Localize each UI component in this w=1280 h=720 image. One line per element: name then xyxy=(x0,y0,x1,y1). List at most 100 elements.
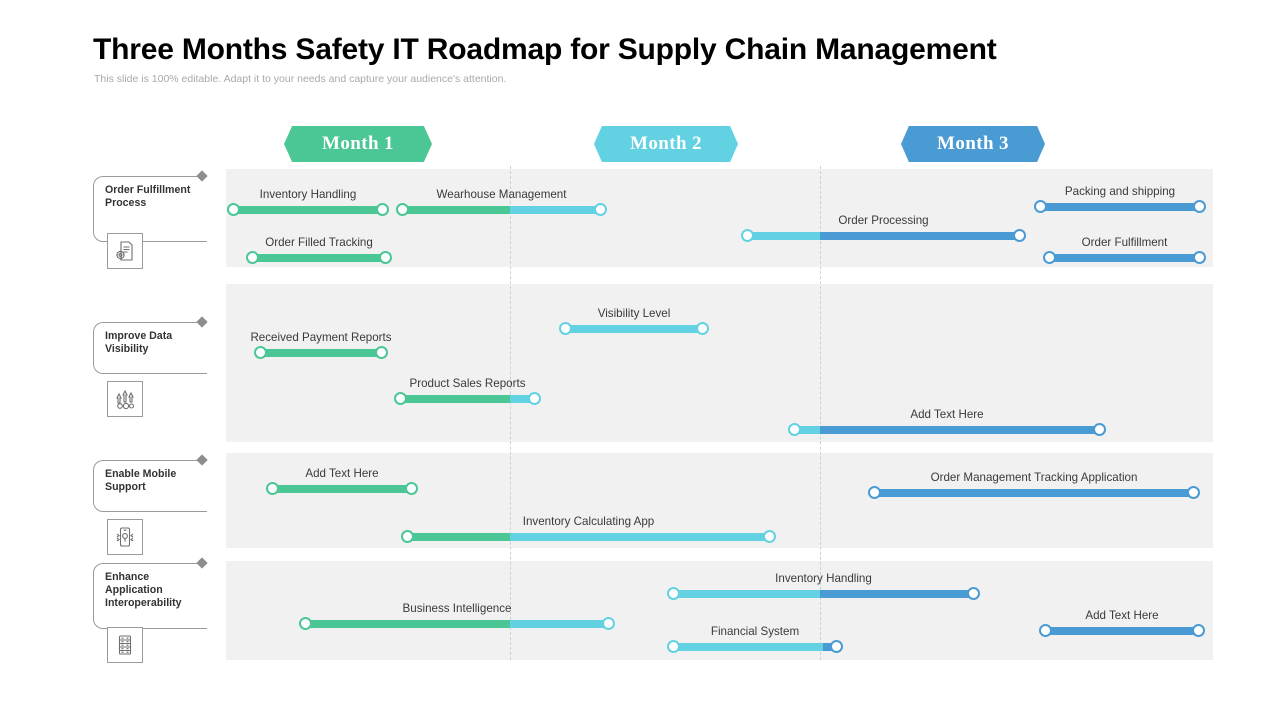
phase-item[interactable]: Enhance Application Interoperability xyxy=(93,557,213,629)
phase-label: Enable Mobile Support xyxy=(105,468,177,494)
task-bar-end-handle[interactable] xyxy=(1093,423,1106,436)
page-subtitle: This slide is 100% editable. Adapt it to… xyxy=(94,73,507,85)
task-bar-segment xyxy=(671,590,820,598)
task-bar[interactable]: Financial System xyxy=(667,625,843,653)
task-bar-label: Add Text Here xyxy=(1085,609,1159,622)
task-bar-label: Order Processing xyxy=(838,214,929,227)
task-bar-label: Add Text Here xyxy=(910,408,984,421)
task-bar-label: Order Filled Tracking xyxy=(265,236,373,249)
task-bar[interactable]: Add Text Here xyxy=(266,467,418,495)
phase-item[interactable]: Enable Mobile Support xyxy=(93,454,213,512)
task-bar-start-handle[interactable] xyxy=(1039,624,1052,637)
task-bar-end-handle[interactable] xyxy=(1193,251,1206,264)
task-bar-start-handle[interactable] xyxy=(559,322,572,335)
document-gear-icon xyxy=(107,233,143,269)
task-bar-end-handle[interactable] xyxy=(376,203,389,216)
month-banner-1[interactable]: Month 1 xyxy=(284,126,432,162)
task-bar-segment xyxy=(1038,203,1202,211)
task-bar-label: Order Management Tracking Application xyxy=(930,471,1138,484)
task-bar[interactable]: Inventory Handling xyxy=(227,188,389,216)
task-bar-end-handle[interactable] xyxy=(967,587,980,600)
task-bar-start-handle[interactable] xyxy=(788,423,801,436)
task-bar-label: Order Fulfillment xyxy=(1081,236,1168,249)
task-bar-end-handle[interactable] xyxy=(1013,229,1026,242)
task-bar-end-handle[interactable] xyxy=(405,482,418,495)
task-bar-start-handle[interactable] xyxy=(266,482,279,495)
task-bar[interactable]: Business Intelligence xyxy=(299,602,615,630)
task-bar[interactable]: Packing and shipping xyxy=(1034,185,1206,213)
task-bar-start-handle[interactable] xyxy=(299,617,312,630)
month-divider-line xyxy=(510,166,511,660)
task-bar-segment xyxy=(510,533,772,541)
task-bar[interactable]: Add Text Here xyxy=(788,408,1106,436)
task-bar-end-handle[interactable] xyxy=(830,640,843,653)
task-bar[interactable]: Order Management Tracking Application xyxy=(868,471,1200,499)
task-bar-segment xyxy=(563,325,705,333)
task-bar-start-handle[interactable] xyxy=(741,229,754,242)
task-bar-label: Product Sales Reports xyxy=(409,377,526,390)
task-bar[interactable]: Visibility Level xyxy=(559,307,709,335)
task-bar-segment xyxy=(671,643,823,651)
task-bar-end-handle[interactable] xyxy=(1187,486,1200,499)
task-bar-end-handle[interactable] xyxy=(594,203,607,216)
page-title: Three Months Safety IT Roadmap for Suppl… xyxy=(93,33,997,66)
phase-bracket xyxy=(93,322,207,374)
phase-bracket xyxy=(93,176,207,242)
task-bar-segment xyxy=(820,426,1102,434)
data-growth-icon xyxy=(107,381,143,417)
timeline-band xyxy=(226,453,1213,548)
task-bar-segment xyxy=(745,232,820,240)
task-bar-start-handle[interactable] xyxy=(868,486,881,499)
task-bar-start-handle[interactable] xyxy=(667,640,680,653)
phase-item[interactable]: Order Fulfillment Process xyxy=(93,170,213,242)
task-bar[interactable]: Order Processing xyxy=(741,214,1026,242)
task-bar-segment xyxy=(872,489,1196,497)
task-bar[interactable]: Wearhouse Management xyxy=(396,188,607,216)
task-bar[interactable]: Order Fulfillment xyxy=(1043,236,1206,264)
task-bar-segment xyxy=(820,232,1022,240)
task-bar-label: Inventory Handling xyxy=(259,188,357,201)
task-bar-end-handle[interactable] xyxy=(1193,200,1206,213)
phase-label: Order Fulfillment Process xyxy=(105,184,191,210)
phase-item[interactable]: Improve Data Visibility xyxy=(93,316,213,374)
task-bar[interactable]: Product Sales Reports xyxy=(394,377,541,405)
task-bar-label: Inventory Calculating App xyxy=(522,515,655,528)
task-bar-start-handle[interactable] xyxy=(667,587,680,600)
task-bar[interactable]: Inventory Handling xyxy=(667,572,980,600)
task-bar-segment xyxy=(303,620,510,628)
task-bar-end-handle[interactable] xyxy=(763,530,776,543)
task-bar-segment xyxy=(398,395,510,403)
task-bar-end-handle[interactable] xyxy=(528,392,541,405)
timeline-band xyxy=(226,169,1213,267)
month-banner-2[interactable]: Month 2 xyxy=(594,126,738,162)
task-bar-end-handle[interactable] xyxy=(379,251,392,264)
task-bar-label: Financial System xyxy=(710,625,800,638)
phase-bracket xyxy=(93,460,207,512)
task-bar-start-handle[interactable] xyxy=(246,251,259,264)
task-bar-start-handle[interactable] xyxy=(1034,200,1047,213)
month-banner-3[interactable]: Month 3 xyxy=(901,126,1045,162)
task-bar-start-handle[interactable] xyxy=(396,203,409,216)
task-bar-end-handle[interactable] xyxy=(375,346,388,359)
task-bar-segment xyxy=(1043,627,1201,635)
task-bar-segment xyxy=(231,206,385,214)
task-bar-end-handle[interactable] xyxy=(1192,624,1205,637)
task-bar[interactable]: Received Payment Reports xyxy=(250,331,392,359)
task-bar-start-handle[interactable] xyxy=(1043,251,1056,264)
task-bar[interactable]: Inventory Calculating App xyxy=(401,515,776,543)
task-bar-label: Inventory Handling xyxy=(775,572,872,585)
server-rack-icon xyxy=(107,627,143,663)
task-bar-segment xyxy=(1047,254,1202,262)
task-bar-start-handle[interactable] xyxy=(401,530,414,543)
task-bar-start-handle[interactable] xyxy=(227,203,240,216)
task-bar-segment xyxy=(400,206,510,214)
task-bar-start-handle[interactable] xyxy=(394,392,407,405)
task-bar-segment xyxy=(405,533,510,541)
task-bar-end-handle[interactable] xyxy=(602,617,615,630)
task-bar-label: Received Payment Reports xyxy=(250,331,392,344)
task-bar[interactable]: Order Filled Tracking xyxy=(246,236,392,264)
task-bar-end-handle[interactable] xyxy=(696,322,709,335)
task-bar[interactable]: Add Text Here xyxy=(1039,609,1205,637)
task-bar-start-handle[interactable] xyxy=(254,346,267,359)
